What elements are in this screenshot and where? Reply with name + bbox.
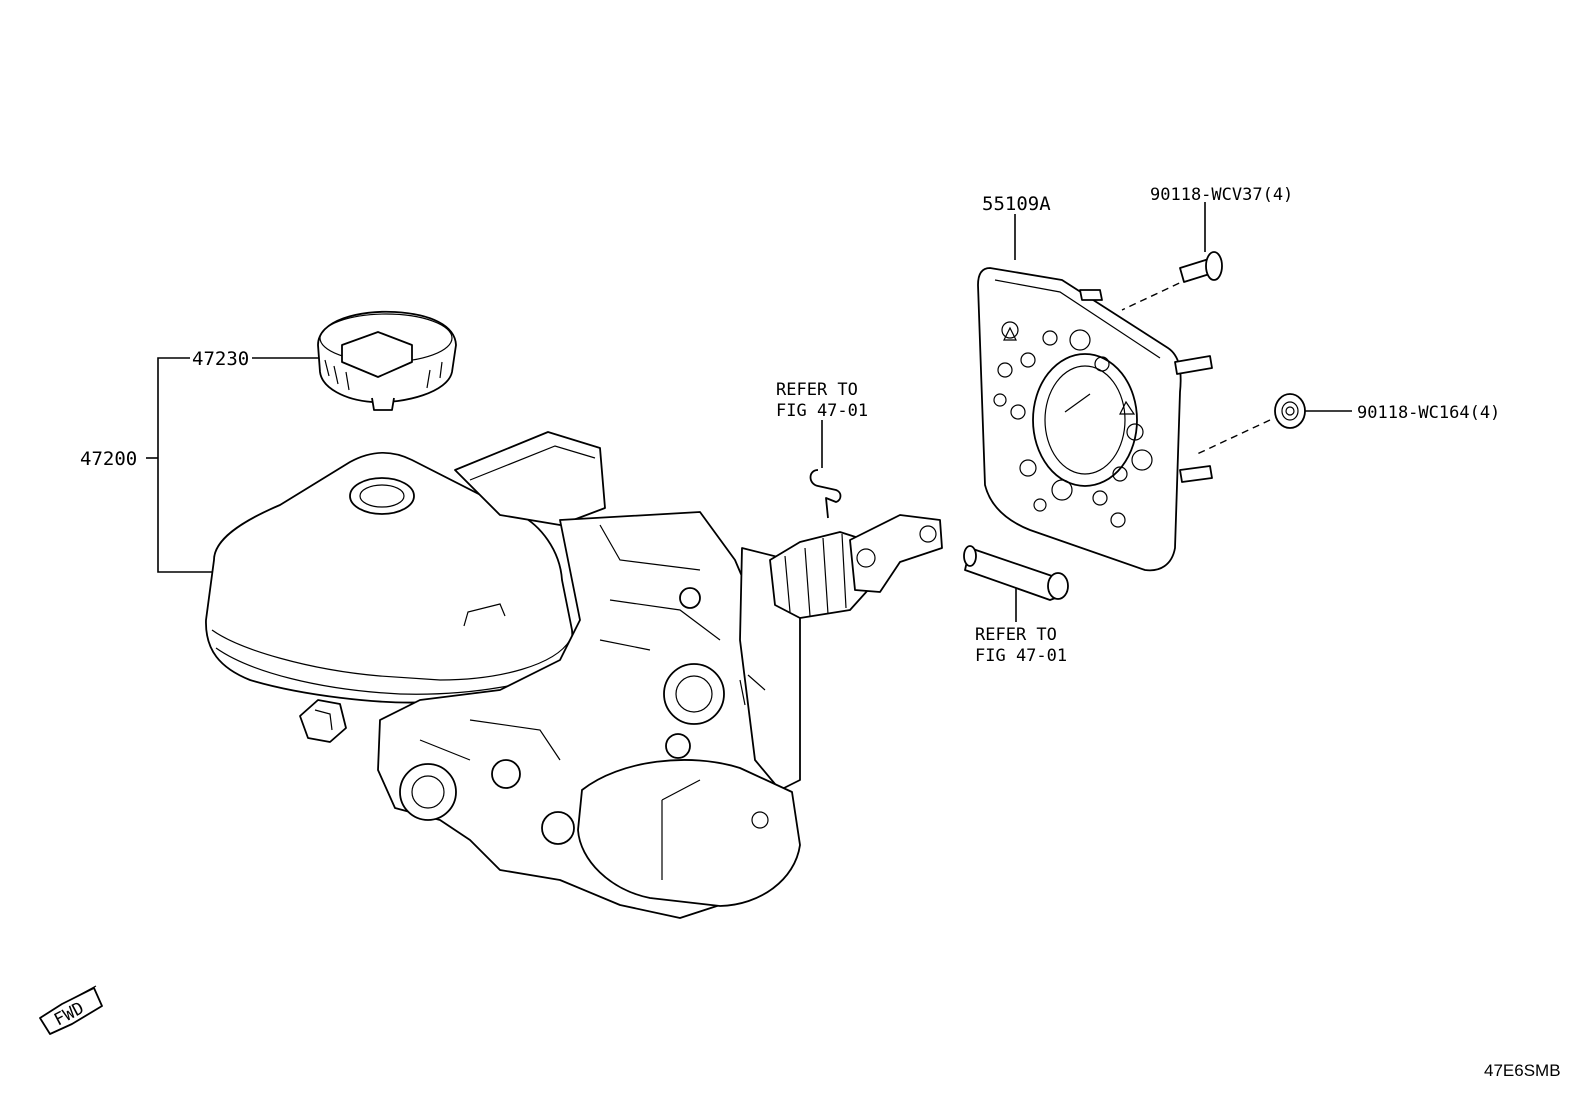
- flange-nut: [1274, 393, 1306, 429]
- clip: [809, 469, 842, 519]
- clevis-pin: [963, 545, 1069, 601]
- fwd-arrow-icon: FWD: [39, 985, 103, 1035]
- bolt: [1179, 251, 1223, 283]
- dashed-nut-line: [1194, 419, 1271, 456]
- diagram-code: 47E6SMB: [1484, 1061, 1561, 1080]
- master-cylinder-body: [299, 431, 943, 919]
- callout-55109A: 55109A: [982, 193, 1051, 215]
- refer-clip-line2: FIG 47-01: [776, 401, 868, 421]
- callout-47230: 47230: [192, 348, 249, 370]
- refer-pin-line2: FIG 47-01: [975, 646, 1067, 666]
- bracket-47200: [146, 357, 214, 573]
- mounting-plate: [977, 267, 1213, 572]
- dashed-bolt-line: [1121, 277, 1191, 311]
- reservoir-tank: [205, 451, 573, 704]
- callout-bolt: 90118-WCV37(4): [1150, 185, 1293, 205]
- callout-47200: 47200: [80, 448, 137, 470]
- reservoir-cap: [317, 310, 457, 411]
- callout-nut: 90118-WC164(4): [1357, 403, 1500, 423]
- refer-clip-line1: REFER TO: [776, 380, 858, 400]
- refer-pin-line1: REFER TO: [975, 625, 1057, 645]
